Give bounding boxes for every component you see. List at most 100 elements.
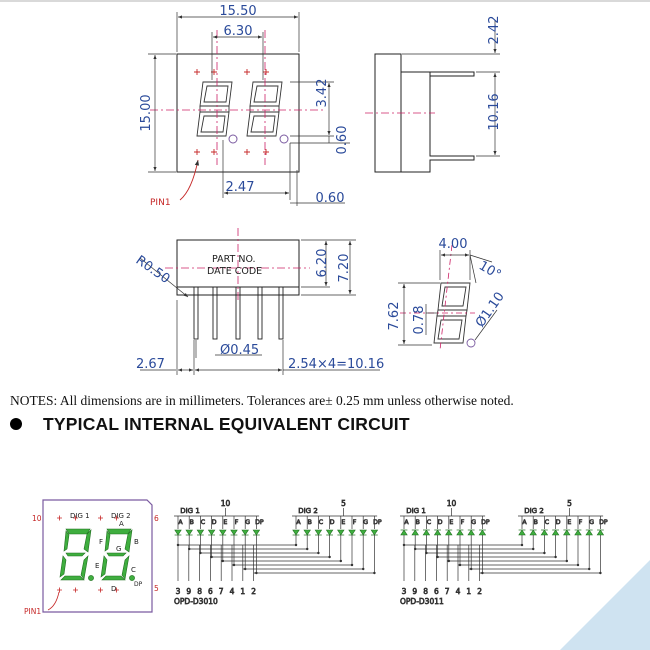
circuit-2-pin-3: 3 [402, 587, 407, 596]
display-pin1-leader [47, 591, 60, 611]
circuit-2-pin-1: 1 [466, 587, 471, 596]
circuit-2-seg-label: G [589, 519, 594, 526]
front-pin1-label: PIN1 [150, 198, 171, 208]
led-icon [185, 529, 193, 536]
dim-dp-size: 0.60 [335, 126, 350, 155]
circuit-1-seg-label: D [330, 519, 335, 526]
front-body [176, 53, 300, 173]
led-icon [325, 529, 334, 536]
circuit-1-pin-6: 6 [208, 587, 213, 596]
led-icon [478, 529, 487, 536]
dim-digit-pitch: 6.30 [224, 24, 253, 39]
dim-dp-offset: 2.47 [226, 180, 255, 195]
display-dig2-label: DIG 2 [111, 512, 131, 520]
led-icon [518, 529, 526, 536]
corner-decoration [560, 560, 650, 650]
dp1-circle [228, 134, 238, 144]
circuit-1-seg-label: D [212, 519, 217, 526]
bottom-dimensions [139, 239, 380, 375]
display-seg-f: F [99, 538, 103, 546]
circuit-2-seg-label: F [461, 519, 465, 526]
display-pin6: 6 [154, 514, 159, 523]
circuit-2-seg-label: G [471, 519, 476, 526]
dim-side-top: 2.42 [487, 16, 502, 45]
circuit-2-seg-label: A [522, 519, 527, 526]
display-illustration: DIG 1 DIG 2 A B C D E F G DP 10 6 5 PIN1 [24, 499, 159, 616]
dim-corner-radius: R0.50 [133, 253, 173, 287]
led-icon [241, 529, 249, 536]
led-icon [230, 529, 238, 536]
circuit-1-seg-label: A [296, 519, 301, 526]
led-icon [348, 529, 356, 536]
circuit-1-seg-label: G [363, 519, 368, 526]
section-title: TYPICAL INTERNAL EQUIVALENT CIRCUIT [43, 413, 410, 434]
char-detail [433, 282, 476, 348]
display-body [42, 499, 153, 613]
circuit-2-seg-label: A [404, 519, 409, 526]
side-dimensions [402, 20, 500, 157]
display-seg-dp: DP [134, 581, 143, 588]
circuit-2-seg-label: B [416, 519, 420, 526]
circuit-1-pin-2: 2 [251, 587, 256, 596]
dim-pin-diameter: Ø0.45 [220, 343, 259, 358]
circuit-2-seg-label: F [579, 519, 583, 526]
dim-body-height: 7.20 [337, 254, 352, 283]
display-dig1-label: DIG 1 [70, 512, 90, 520]
led-icon [422, 529, 431, 536]
section-heading: TYPICAL INTERNAL EQUIVALENT CIRCUIT [10, 412, 410, 436]
digit-1-outline [196, 81, 233, 137]
dim-pin-offset: 2.67 [136, 357, 165, 372]
circuit-2-pin-9: 9 [412, 587, 417, 596]
circuit-2-part: OPD-D3011 [400, 597, 444, 606]
display-pin5: 5 [154, 584, 159, 593]
circuit-2-common-2: 5 [567, 499, 572, 508]
dim-dp-gap: 0.60 [316, 191, 345, 206]
led-icon [359, 529, 367, 536]
circuit-2-dig-1: DIG 1 [406, 507, 426, 515]
bottom-date-code: DATE CODE [207, 266, 262, 277]
display-seg-d: D [111, 585, 116, 593]
led-icon [563, 529, 571, 536]
display-seg-g: G [116, 545, 121, 553]
front-pin-marks [194, 69, 269, 155]
circuit-1-pin-7: 7 [219, 587, 224, 596]
display-seg-e: E [95, 562, 99, 570]
circuit-2-pin-7: 7 [445, 587, 450, 596]
led-icon [445, 529, 453, 536]
display-pin1-label: PIN1 [24, 607, 41, 616]
led-icon [303, 529, 311, 536]
display-digit-2 [100, 528, 133, 581]
circuit-1-seg-label: C [201, 519, 205, 526]
dim-char-height: 7.62 [387, 302, 402, 331]
led-icon [370, 529, 379, 536]
circuit-1-common-2: 5 [341, 499, 346, 508]
circuit-2-seg-label: C [427, 519, 431, 526]
led-icon [337, 529, 345, 536]
circuit-2-pin-4: 4 [456, 587, 461, 596]
circuit-2-seg-label: E [567, 519, 571, 526]
front-dimensions [148, 12, 350, 206]
circuit-2-pin-2: 2 [477, 587, 482, 596]
led-icon [207, 529, 216, 536]
led-icon [529, 529, 537, 536]
circuit-2-seg-label: B [534, 519, 538, 526]
circuit-1-pin-1: 1 [240, 587, 245, 596]
circuit-1-pin-4: 4 [230, 587, 235, 596]
circuit-1-common-1: 10 [221, 499, 231, 508]
circuit-1-pin-8: 8 [197, 587, 202, 596]
bottom-dim-texts: 6.20 7.20 R0.50 Ø0.45 2.67 2.54×4=10.16 [133, 249, 385, 372]
circuit-2-dig-2: DIG 2 [524, 507, 544, 515]
circuit-1-seg-label: F [235, 519, 239, 526]
display-seg-c: C [131, 566, 136, 574]
char-centerlines [400, 244, 475, 351]
circuit-1-seg-label: DP [373, 519, 382, 526]
dim-dp-dia: Ø1.10 [473, 290, 508, 331]
front-dim-texts: 15.50 6.30 15.00 3.42 0.60 2.47 0.60 [139, 4, 350, 206]
display-pin-marks [57, 515, 119, 593]
notes-text: NOTES: All dimensions are in millimeters… [10, 393, 514, 408]
display-dp1 [88, 575, 94, 581]
circuit-1-dig-2: DIG 2 [298, 507, 318, 515]
